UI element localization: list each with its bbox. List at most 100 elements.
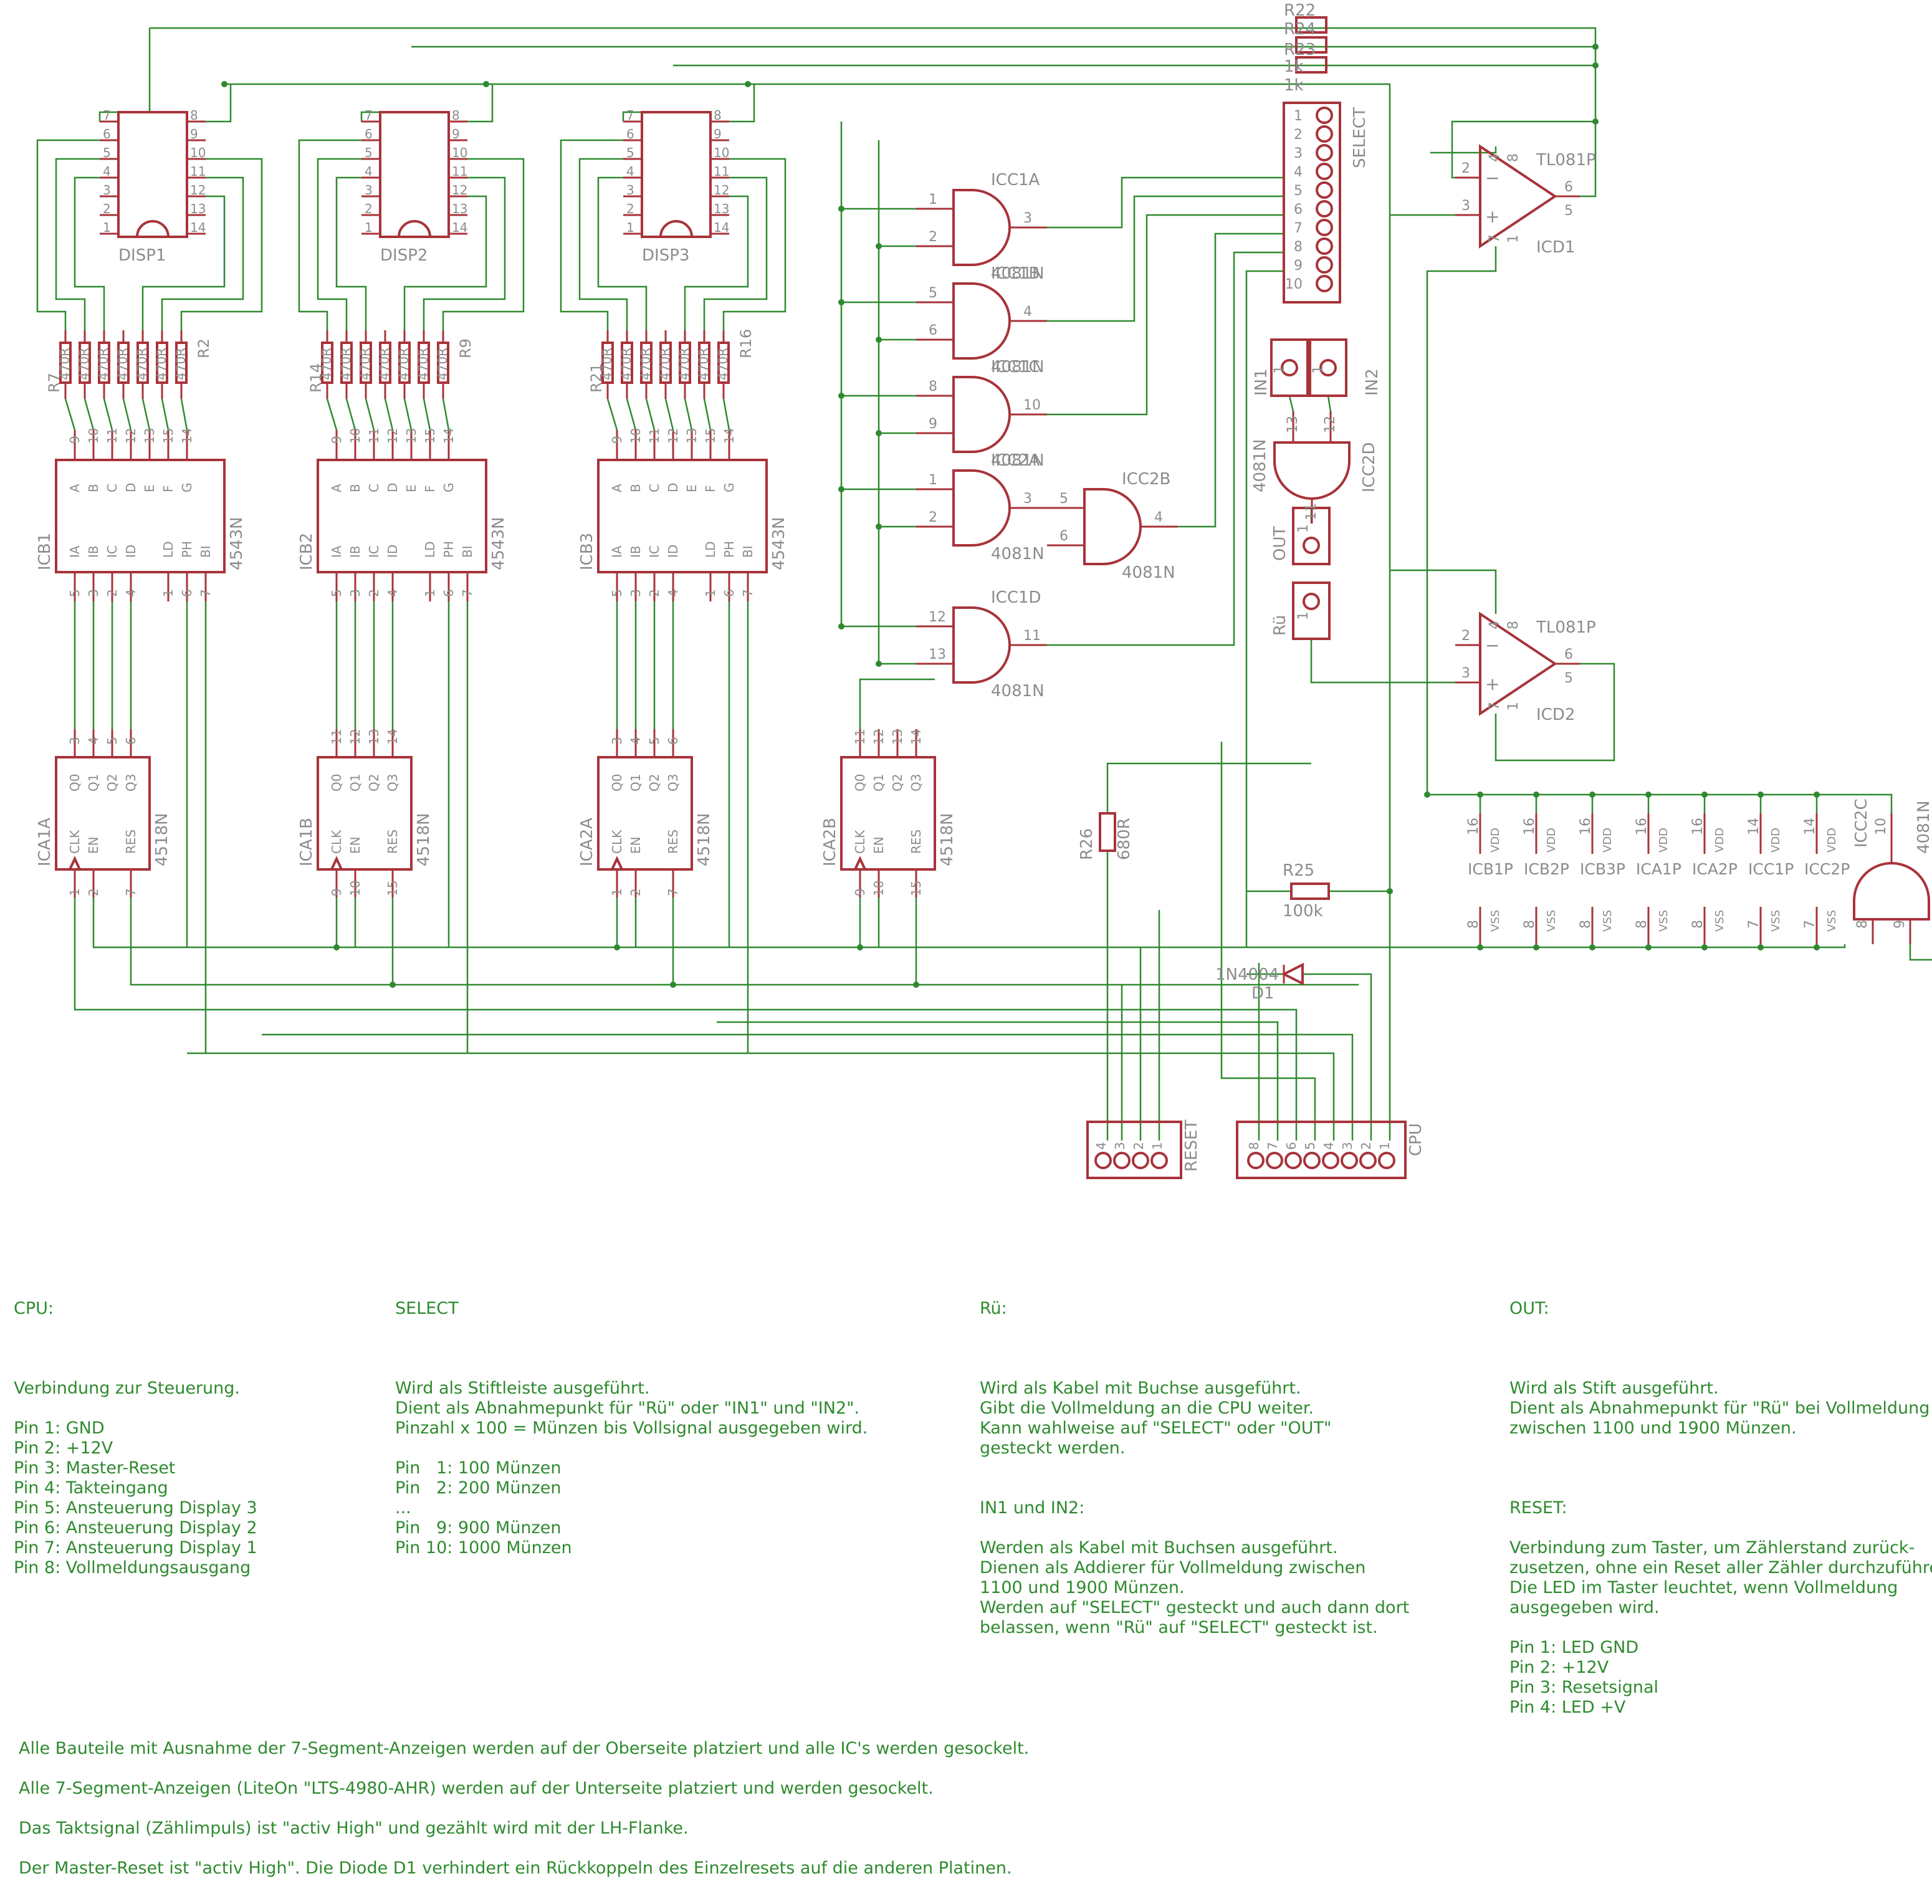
general-note-1: Alle Bauteile mit Ausnahme der 7-Segment… [19, 1739, 1030, 1758]
wire [150, 27, 1597, 125]
decoder-pin-num: 3 [348, 589, 363, 597]
gate-type: 4081N [1251, 439, 1270, 492]
display-pin-num: 1 [365, 220, 373, 235]
in1-header [1270, 338, 1309, 397]
resistor-value: 470R [319, 348, 334, 380]
note-out-line [1509, 1438, 1932, 1458]
vss-label: VSS [1545, 910, 1558, 932]
junction-dot [1592, 118, 1599, 125]
cpu-pin-hole [1341, 1152, 1358, 1169]
gate-pin-num: 11 [1023, 628, 1041, 644]
select-pin-num: 7 [1294, 221, 1303, 236]
gate-pin-num: 6 [1059, 529, 1068, 544]
power-pin-num: 8 [1466, 920, 1481, 929]
general-note-3: Das Taktsignal (Zählimpuls) ist "activ H… [19, 1819, 689, 1838]
wire [1909, 944, 1932, 961]
decoder-body [597, 459, 768, 573]
wire [1220, 742, 1316, 1141]
counter-pin-name: Q1 [348, 774, 363, 792]
in2-label: IN2 [1363, 368, 1382, 396]
wire [467, 84, 494, 123]
counter-pin-name: RES [385, 830, 400, 854]
decoder-pin-num: 10 [86, 428, 101, 444]
vss-label: VSS [1489, 910, 1502, 932]
note-cpu-line: Pin 5: Ansteuerung Display 3 [14, 1498, 257, 1518]
opamp-body [1479, 611, 1557, 716]
wire [98, 111, 118, 122]
select-pin-hole [1316, 256, 1333, 274]
resistor-value: 470R [377, 348, 392, 380]
resistor-label: R23 [1284, 41, 1316, 59]
gate-pin-num: 10 [1023, 398, 1041, 413]
gate-pin-num: 11 [1304, 503, 1319, 520]
note-out-line: RESET: [1509, 1498, 1567, 1518]
resistor-value: 1k [1284, 76, 1304, 95]
r25-value: 100k [1283, 902, 1323, 921]
decoder-pin-name: IC [105, 545, 120, 558]
counter-pin-name: EN [348, 836, 363, 854]
note-select-line: Pin 10: 1000 Münzen [395, 1538, 572, 1557]
gate-pin-num: 13 [929, 647, 946, 663]
decoder-pin-num: 15 [423, 428, 438, 444]
note-ru-line [980, 1518, 1409, 1538]
wire [1178, 232, 1284, 528]
gate-pin-num: 1 [929, 472, 937, 488]
counter-label: ICA1B [297, 818, 316, 866]
opamp-type: TL081P [1536, 151, 1596, 170]
decoder-pin-num: 12 [385, 428, 400, 444]
junction-dot [745, 81, 751, 87]
gate-pin-num: 5 [1059, 491, 1068, 507]
counter-pin-num: 1 [610, 888, 624, 896]
note-ru-body: Wird als Kabel mit Buchse ausgeführt.Gib… [980, 1379, 1409, 1638]
decoder-pin-num: 15 [161, 428, 176, 444]
resistor-value: 470R [338, 348, 353, 380]
gate-label: ICC2D [1360, 442, 1379, 492]
decoder-pin-num: 13 [404, 428, 419, 444]
display-pin-num: 13 [190, 201, 206, 216]
counter-pin-name: EN [86, 836, 101, 854]
decoder-pin-num: 13 [142, 428, 157, 444]
counter-pin-num: 11 [853, 729, 868, 745]
in1-label: IN1 [1252, 368, 1271, 396]
cpu-pin-hole [1303, 1152, 1321, 1169]
cpu-pin-num: 5 [1303, 1142, 1317, 1150]
cpu-pin-num: 7 [1265, 1142, 1280, 1150]
note-out-title: OUT: [1509, 1299, 1549, 1318]
wire [560, 139, 623, 330]
display-pin-num: 12 [452, 183, 467, 198]
power-pin-num: 7 [1746, 920, 1762, 929]
note-ru-line: 1100 und 1900 Münzen. [980, 1578, 1185, 1597]
clock-marker [69, 856, 81, 870]
counter-body [840, 756, 936, 871]
wire [1494, 663, 1615, 762]
decoder-type: 4543N [489, 517, 508, 570]
display-label: DISP3 [642, 246, 689, 265]
in2-header [1309, 338, 1347, 397]
wire [92, 897, 1846, 949]
wire [317, 158, 361, 330]
general-note-4: Der Master-Reset ist "activ High". Die D… [19, 1859, 1012, 1878]
resistor-label: R9 [457, 338, 474, 358]
decoder-pin-name: G [722, 483, 737, 493]
opamp-pin-num: 4 [1487, 153, 1503, 162]
display-pin-num: 2 [626, 201, 634, 216]
gate-label: ICC1B [991, 264, 1040, 283]
wire [684, 398, 693, 431]
note-ru: Rü: Wird als Kabel mit Buchse ausgeführt… [980, 1259, 1409, 1658]
display-pin-num: 7 [103, 108, 111, 123]
display-pin-num: 14 [452, 220, 467, 235]
decoder-pin-name: IB [348, 545, 363, 558]
display-pin-num: 13 [714, 201, 729, 216]
resistor-value: 470R [96, 348, 111, 380]
power-pin-num: 16 [1690, 818, 1706, 835]
junction-dot [614, 944, 620, 950]
note-cpu-line: Pin 2: +12V [14, 1438, 113, 1458]
vdd-label: VDD [1601, 828, 1614, 853]
wire [1245, 270, 1284, 947]
counter-label: ICA1A [36, 818, 54, 866]
note-ru-title: Rü: [980, 1299, 1007, 1318]
top-resistor-body [1295, 36, 1327, 54]
counter-pin-name: Q1 [871, 774, 886, 792]
display-pin-num: 4 [103, 164, 111, 179]
r26-value: 680R [1115, 818, 1134, 860]
